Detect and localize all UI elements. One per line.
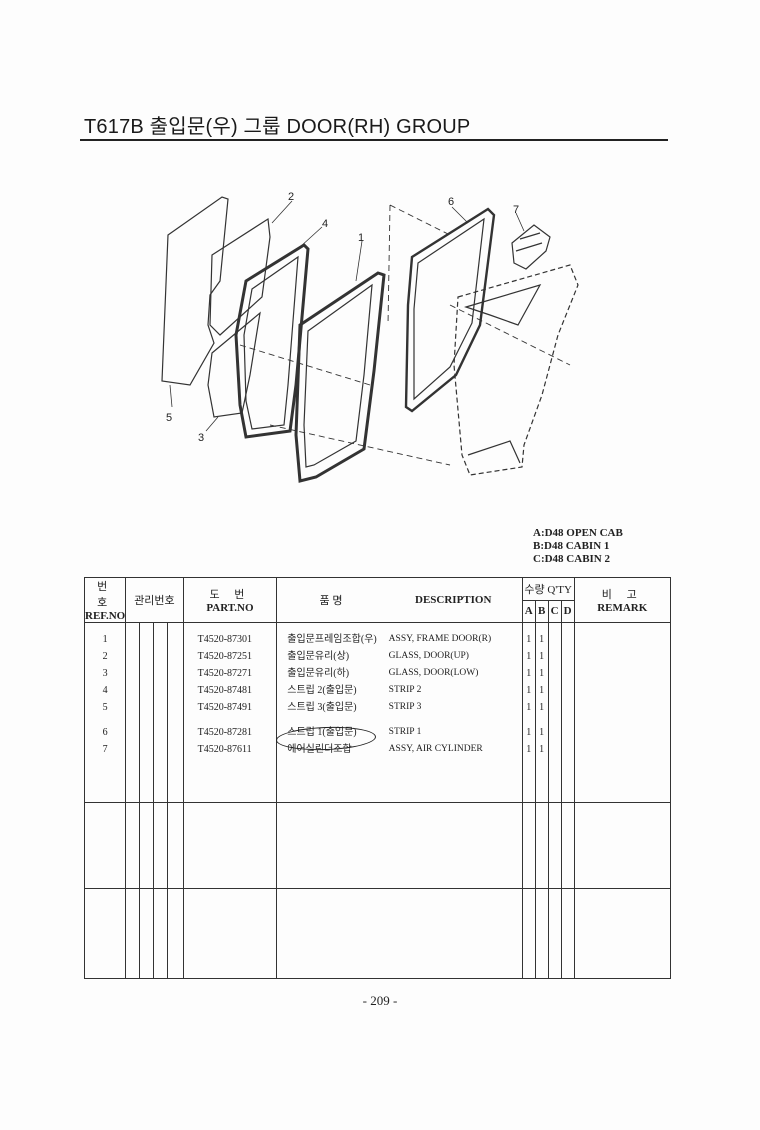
header-qty-c: C [547,599,562,623]
callout-2: 2 [288,191,294,203]
legend-a: A:D48 OPEN CAB [533,527,623,539]
model-legend: A:D48 OPEN CAB B:D48 CABIN 1 C:D48 CABIN… [533,527,623,566]
callout-5: 5 [166,412,172,424]
part-column: T4520-87301 T4520-87251 T4520-87271 T452… [182,622,278,803]
header-ref: 번 호 REF.NO [83,577,127,623]
callout-1: 1 [358,232,364,244]
header-qty-b: B [534,599,549,623]
part-4-shape [234,243,310,439]
qty-a-column: 1 1 1 1 1 1 1 [521,622,536,803]
callout-6: 6 [448,196,454,208]
desc-column: ASSY, FRAME DOOR(R) GLASS, DOOR(UP) GLAS… [384,622,523,803]
callout-4: 4 [322,218,328,230]
ref-column: 1 2 3 4 5 6 7 [83,622,127,803]
part-6-shape [404,207,496,413]
part-5-shape [161,196,229,386]
legend-c: C:D48 CABIN 2 [533,553,610,565]
header-qty: 수량 Q'TY [521,577,575,601]
callout-7: 7 [513,204,519,216]
header-part: 도 번 PART.NO [182,577,278,623]
header-qty-d: D [560,599,575,623]
part-3-shape [207,311,261,418]
legend-b: B:D48 CABIN 1 [533,540,610,552]
header-name: 품 명 [276,577,385,623]
page-title: T617B 출입문(우) 그룹 DOOR(RH) GROUP [84,116,471,138]
qty-b-column: 1 1 1 1 1 1 1 [534,622,549,803]
page-number: - 209 - [362,993,398,1008]
callout-3: 3 [198,432,204,444]
exploded-door-diagram: 2 4 1 6 7 5 3 [161,191,579,483]
header-mgmt: 관리번호 [125,577,184,623]
cab-body-shape [453,264,579,476]
parts-table: 번 호 REF.NO 관리번호 도 번 PART.NO 품 명 DESCRIPT… [83,577,672,979]
title-rule [80,139,668,141]
part-1-shape [294,271,386,483]
header-desc: DESCRIPTION [384,577,523,623]
part-7-shape [511,224,551,270]
header-qty-a: A [521,599,536,623]
name-column: 출입문프레임조합(우) 출입문유리(상) 출입문유리(하) 스트립 2(출입문)… [276,622,385,803]
part-2-shape [209,217,271,336]
header-remark: 비 고 REMARK [573,577,672,623]
